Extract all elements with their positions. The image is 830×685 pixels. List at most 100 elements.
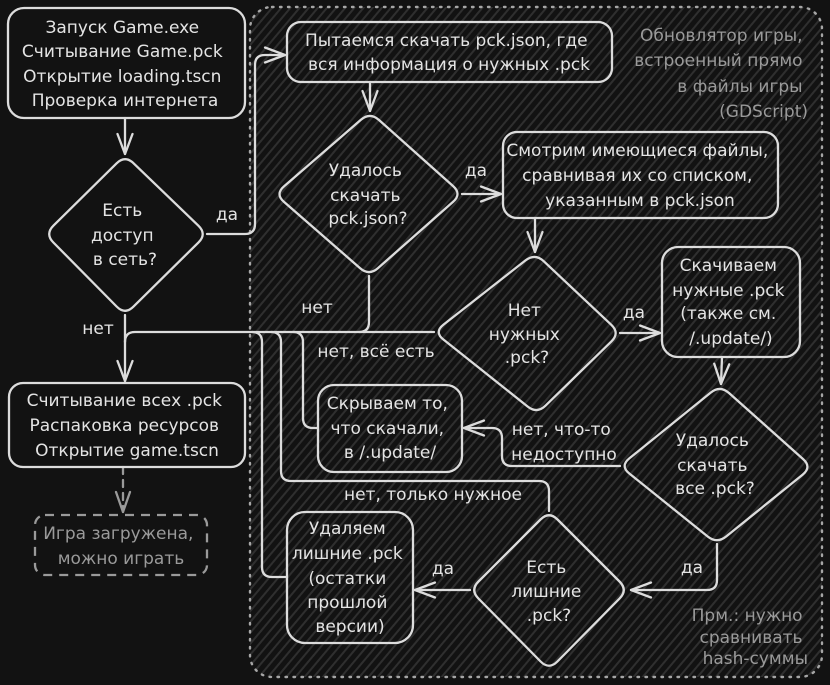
edge-delete-to-load: [250, 330, 289, 579]
edge-label-has-network-no: нет: [82, 319, 114, 339]
node-text-line: .pck?: [505, 348, 549, 368]
edge-extra-no-only-needed: [269, 330, 551, 513]
edge-labels: да нет да нет да нет, всё есть да нет, ч…: [82, 161, 703, 579]
node-text-line: Проверка интернета: [32, 91, 219, 111]
node-fetch-pck-json: Пытаемся скачать pck.json, где вся инфор…: [285, 20, 614, 84]
node-text-line: сравнивая их со списком,: [522, 166, 752, 186]
node-text-line: (остатки: [308, 569, 386, 589]
node-fetch-pck-json-shape: [285, 20, 614, 84]
node-load-all: Считывание всех .pck Распаковка ресурсов…: [7, 381, 247, 469]
edge-label-has-network-yes: да: [216, 205, 238, 225]
node-text-line: скачать: [330, 186, 400, 206]
node-text-line: вся информация о нужных .pck: [308, 55, 590, 75]
caption-line: (GDScript): [719, 102, 808, 122]
node-has-network-diamond: [48, 158, 204, 312]
node-hide-downloaded: Скрываем то, что скачали, в /.update/: [316, 383, 464, 474]
edge-hide-to-load: [291, 330, 320, 430]
node-text-line: Открытие game.tscn: [35, 441, 219, 461]
edge-label-pck-json-no: нет: [301, 298, 333, 318]
node-text-line: Нет: [508, 301, 541, 321]
node-launch-text: Запуск Game.exe Считывание Game.pck Откр…: [22, 18, 228, 111]
node-delete-extra: Удаляем лишние .pck (остатки прошлой вер…: [285, 510, 415, 645]
edges: [114, 46, 731, 599]
edge-label-pck-json-yes: да: [465, 161, 487, 181]
node-pck-json-ok-diamond: [278, 114, 459, 274]
node-missing-pck: Нет нужных .pck?: [437, 255, 617, 412]
edge-missing-no-all-present: [123, 330, 436, 344]
node-text-line: в сеть?: [93, 250, 157, 270]
node-launch: Запуск Game.exe Считывание Game.pck Откр…: [6, 6, 247, 120]
node-has-network-text: Есть доступ в сеть?: [91, 201, 159, 270]
node-text-line: можно играть: [58, 549, 185, 569]
node-extra-pck-diamond: [473, 514, 625, 667]
note-line: hash-суммы: [703, 649, 808, 669]
edge-label-line: недоступно: [511, 445, 617, 465]
node-has-network: Есть доступ в сеть?: [48, 158, 204, 312]
node-text-line: что скачали,: [331, 419, 445, 439]
node-text-line: (также см.: [680, 304, 776, 324]
node-text-line: Считывание всех .pck: [27, 391, 223, 411]
node-extra-pck-text: Есть лишние .pck?: [511, 558, 587, 626]
node-compare-files-text: Смотрим имеющиеся файлы, сравнивая их со…: [506, 141, 773, 211]
node-text-line: прошлой: [307, 593, 387, 613]
node-fetch-pck-json-text: Пытаемся скачать pck.json, где вся инфор…: [305, 31, 593, 75]
node-delete-extra-text: Удаляем лишние .pck (остатки прошлой вер…: [292, 519, 408, 637]
updater-group-frame: [248, 5, 824, 679]
node-text-line: Открытие loading.tscn: [23, 67, 221, 87]
node-load-all-shape: [7, 381, 247, 469]
edge-has-network-yes: [205, 46, 287, 236]
note-line: Прм.: нужно: [692, 606, 803, 626]
node-text-line: Смотрим имеющиеся файлы,: [506, 141, 768, 161]
node-text-line: Скрываем то,: [327, 394, 448, 414]
node-hide-downloaded-shape: [316, 383, 464, 474]
caption-line: встроенный прямо: [634, 51, 802, 71]
node-missing-pck-text: Нет нужных .pck?: [489, 301, 566, 368]
note-line: сравнивать: [699, 628, 802, 648]
node-download-ok: Удалось скачать все .pck?: [623, 387, 809, 542]
node-text-line: в /.update/: [344, 443, 436, 463]
node-hide-downloaded-text: Скрываем то, что скачали, в /.update/: [327, 394, 454, 463]
edge-download-ok-yes: [629, 542, 719, 599]
node-text-line: лишние: [511, 582, 581, 602]
node-text-line: Удалось: [676, 431, 749, 451]
node-text-line: лишние .pck: [292, 544, 403, 564]
edge-label-extra-yes: да: [432, 559, 454, 579]
edge-label-all-present: нет, всё есть: [317, 342, 434, 362]
edge-download-to-download-check: [713, 355, 731, 386]
node-compare-files: Смотрим имеющиеся файлы, сравнивая их со…: [501, 130, 780, 220]
node-text-line: указанным в pck.json: [545, 191, 735, 211]
node-pck-json-ok-text: Удалось скачать pck.json?: [328, 161, 407, 229]
edge-download-ok-no: [462, 419, 622, 468]
node-text-line: Удалось: [329, 161, 402, 181]
node-text-line: нужных: [489, 325, 560, 345]
node-text-line: Скачиваем: [680, 256, 777, 276]
updater-group-caption: Обновлятор игры, встроенный прямо в файл…: [634, 26, 808, 122]
node-text-line: Распаковка ресурсов: [30, 416, 220, 436]
node-download-pck-shape: [660, 245, 802, 359]
node-missing-pck-diamond: [437, 255, 617, 412]
node-text-line: .pck?: [527, 606, 571, 626]
updater-group-note: Прм.: нужно сравнивать hash-суммы: [692, 606, 808, 669]
node-text-line: Считывание Game.pck: [22, 42, 223, 62]
node-text-line: скачать: [677, 456, 747, 476]
edge-label-line: нет, что-то: [512, 420, 611, 440]
node-launch-shape: [6, 6, 247, 120]
node-download-pck: Скачиваем нужные .pck (также см. /.updat…: [660, 245, 802, 359]
node-text-line: /.update/): [689, 329, 772, 349]
node-text-line: Удаляем: [309, 519, 386, 539]
node-text-line: Есть: [102, 201, 142, 221]
node-text-line: версии): [315, 617, 384, 637]
node-load-all-text: Считывание всех .pck Распаковка ресурсов…: [27, 391, 228, 461]
node-text-line: нужные .pck: [672, 281, 784, 301]
edge-label-something-unavailable: нет, что-то недоступно: [511, 420, 617, 465]
node-text-line: Пытаемся скачать pck.json, где: [305, 31, 588, 51]
node-extra-pck: Есть лишние .pck?: [473, 514, 625, 667]
updater-group: Обновлятор игры, встроенный прямо в файл…: [248, 5, 824, 679]
node-download-ok-diamond: [623, 387, 809, 542]
node-game-loaded: Игра загружена, можно играть: [33, 513, 209, 577]
node-download-ok-text: Удалось скачать все .pck?: [675, 431, 755, 499]
caption-line: в файлы игры: [677, 77, 802, 97]
node-text-line: доступ: [91, 226, 154, 246]
nodes: Запуск Game.exe Считывание Game.pck Откр…: [6, 6, 809, 667]
node-delete-extra-shape: [285, 510, 415, 645]
